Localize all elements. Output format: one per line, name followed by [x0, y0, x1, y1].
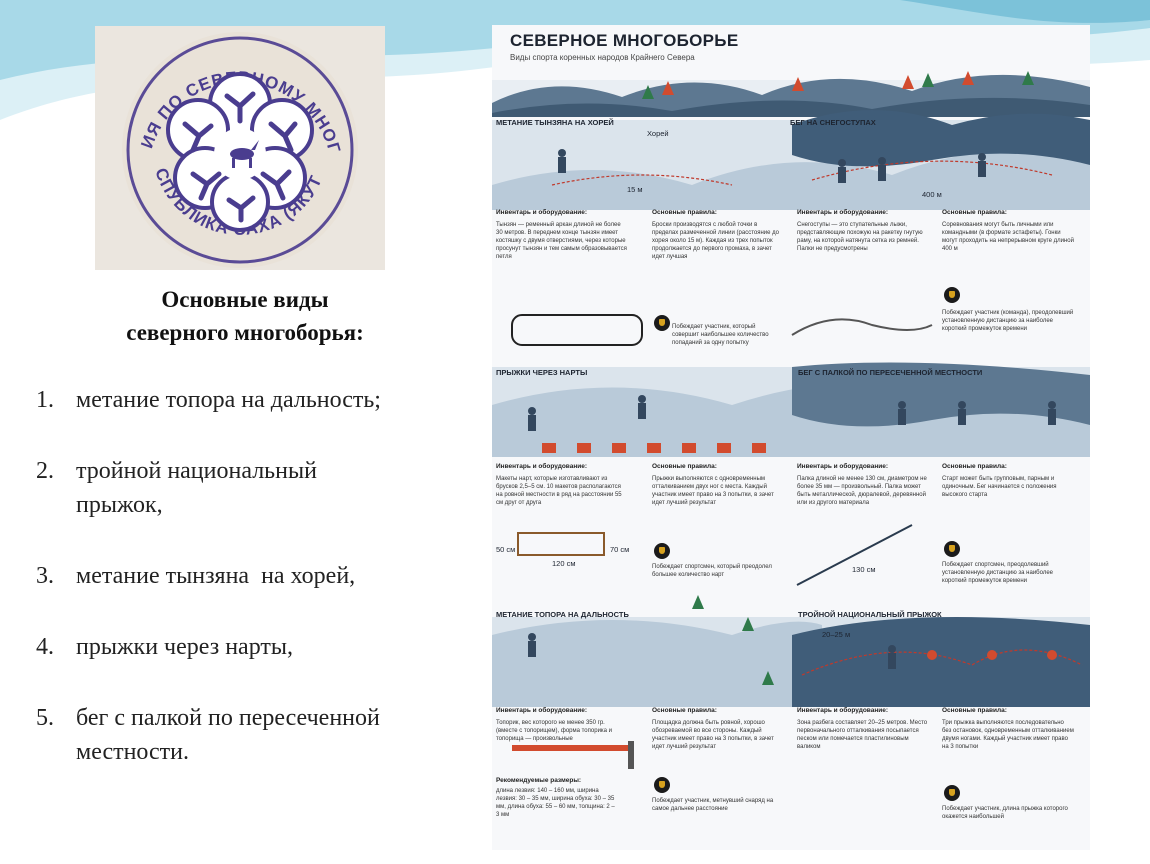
winner-medal-icon — [654, 777, 670, 793]
list-item-number: 3. — [36, 563, 54, 589]
label-distance: 400 м — [922, 190, 942, 199]
caption-text: Тынзян — ременный аркан длиной не более … — [496, 222, 627, 260]
section-title-triple: ТРОЙНОЙ НАЦИОНАЛЬНЫЙ ПРЫЖОК — [798, 610, 942, 619]
winner-medal-icon — [944, 785, 960, 801]
caption-heading: Рекомендуемые размеры: — [496, 777, 582, 784]
caption-heading: Инвентарь и оборудование: — [797, 707, 889, 714]
list-item: 2. тройной национальный прыжок, — [30, 454, 460, 522]
section-title-snowshoes: БЕГ НА СНЕГОСТУПАХ — [790, 118, 876, 127]
poster-subtitle: Виды спорта коренных народов Крайнего Се… — [510, 53, 695, 62]
caption-heading: Инвентарь и оборудование: — [496, 463, 588, 470]
caption-heading: Инвентарь и оборудование: — [496, 707, 588, 714]
caption-heading: Основные правила: — [652, 463, 717, 470]
list-item-number: 2. — [36, 458, 54, 484]
label-length: 120 см — [552, 559, 576, 568]
label-width: 50 см — [496, 545, 516, 554]
caption-text: Побеждает спортсмен, который преодолел б… — [652, 564, 772, 578]
list-item-text: метание тынзяна на хорей, — [76, 563, 356, 589]
caption-heading: Инвентарь и оборудование: — [496, 209, 588, 216]
list-item-text: прыжки через нарты, — [76, 634, 293, 660]
section-title-tynzyan: МЕТАНИЕ ТЫНЗЯНА НА ХОРЕЙ — [496, 118, 614, 127]
caption-heading: Инвентарь и оборудование: — [797, 209, 889, 216]
list-item-number: 4. — [36, 634, 54, 660]
caption-text: Побеждает участник (команда), преодолевш… — [942, 310, 1074, 332]
caption-text: Побеждает участник, который совершит наи… — [672, 324, 769, 346]
caption-text: Зона разбега составляет 20–25 метров. Ме… — [797, 720, 928, 750]
section-title-narty: ПРЫЖКИ ЧЕРЕЗ НАРТЫ — [496, 368, 588, 377]
caption-text: Соревнования могут быть личными или кома… — [942, 222, 1074, 252]
poster-landscape — [492, 71, 1090, 769]
caption-text: длина лезвия: 140 – 160 мм, ширина лезви… — [496, 788, 615, 818]
slide-heading: Основные виды северного многоборья: — [75, 283, 415, 349]
list-item-number: 5. — [36, 705, 54, 731]
heading-line-2: северного многоборья: — [126, 320, 364, 345]
list-item-text: метание топора на дальность; — [76, 387, 381, 413]
caption-text: Старт может быть групповым, парным и оди… — [942, 476, 1057, 498]
caption-text: Броски производятся с любой точки в пред… — [652, 222, 779, 260]
caption-text: Макеты нарт, которые изготавливают из бр… — [496, 476, 622, 506]
caption-heading: Основные правила: — [942, 209, 1007, 216]
winner-medal-icon — [944, 287, 960, 303]
list-item: 3. метание тынзяна на хорей, — [30, 559, 460, 593]
list-item-text: бег с палкой по пересеченной местности. — [76, 705, 380, 765]
winner-medal-icon — [944, 541, 960, 557]
caption-text: Три прыжка выполняются последовательно б… — [942, 720, 1074, 750]
list-item: 5. бег с палкой по пересеченной местност… — [30, 701, 460, 769]
caption-heading: Основные правила: — [652, 209, 717, 216]
heading-line-1: Основные виды — [161, 287, 329, 312]
caption-heading: Основные правила: — [652, 707, 717, 714]
list-item-number: 1. — [36, 387, 54, 413]
caption-heading: Основные правила: — [942, 463, 1007, 470]
infographic-poster: СЕВЕРНОЕ МНОГОБОРЬЕ Виды спорта коренных… — [492, 25, 1090, 850]
list-item: 1. метание топора на дальность; — [30, 383, 460, 417]
label-distance: 15 м — [627, 185, 643, 194]
federation-logo: ФЕДЕРАЦИЯ ПО СЕВЕРНОМУ МНОГОБОРЬЮ РЕСПУБ… — [95, 26, 385, 270]
sports-list: 1. метание топора на дальность; 2. тройн… — [30, 383, 460, 769]
label-stick-length: 130 см — [852, 565, 876, 574]
list-item: 4. прыжки через нарты, — [30, 630, 460, 664]
caption-text: Снегоступы — это ступательные лыжи, пред… — [797, 222, 923, 252]
caption-text: Побеждает спортсмен, преодолевший устано… — [942, 562, 1053, 584]
label-runup: 20–25 м — [822, 630, 851, 639]
label-height: 70 см — [610, 545, 630, 554]
list-item-text: тройной национальный прыжок, — [76, 458, 317, 518]
poster-title: СЕВЕРНОЕ МНОГОБОРЬЕ — [510, 31, 739, 50]
caption-text: Побеждает участник, длина прыжка которог… — [942, 806, 1068, 820]
caption-text: Топорик, вес которого не менее 350 гр. (… — [496, 720, 613, 742]
caption-text: Палка длиной не менее 130 см, диаметром … — [797, 476, 927, 506]
winner-medal-icon — [654, 543, 670, 559]
caption-text: Площадка должна быть ровной, хорошо обоз… — [652, 720, 774, 750]
label-horey: Хорей — [647, 129, 669, 138]
winner-medal-icon — [654, 315, 670, 331]
caption-heading: Инвентарь и оборудование: — [797, 463, 889, 470]
caption-text: Побеждает участник, метнувший снаряд на … — [652, 798, 774, 812]
section-title-stick: БЕГ С ПАЛКОЙ ПО ПЕРЕСЕЧЕННОЙ МЕСТНОСТИ — [798, 368, 983, 377]
caption-heading: Основные правила: — [942, 707, 1007, 714]
section-title-axe: МЕТАНИЕ ТОПОРА НА ДАЛЬНОСТЬ — [496, 610, 629, 619]
caption-text: Прыжки выполняются с одновременным оттал… — [652, 476, 774, 506]
